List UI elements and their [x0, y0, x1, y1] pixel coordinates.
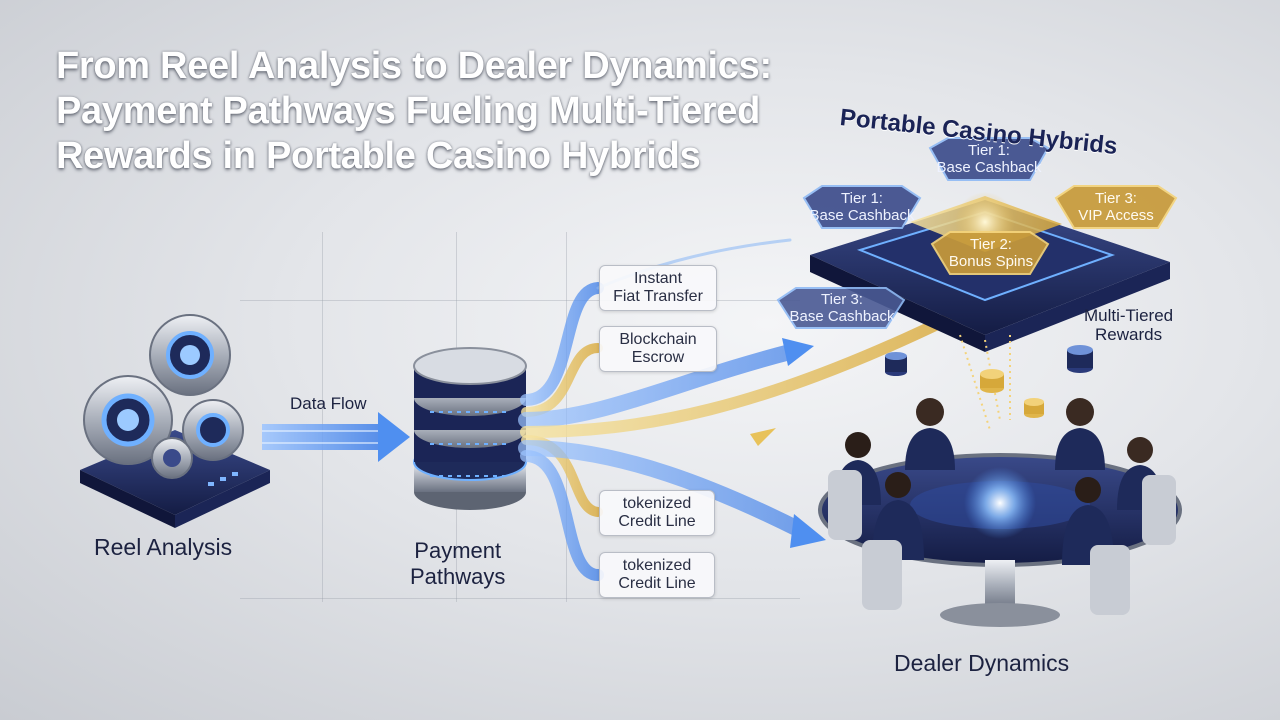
tier-label-line: Base Cashback	[789, 308, 895, 325]
payment-pathways-label-line: Payment	[414, 538, 502, 563]
coin-stack-icon	[980, 369, 1004, 393]
pathway-box: Blockchain Escrow	[599, 326, 717, 372]
title-line: Payment Pathways Fueling Multi-Tiered	[56, 90, 761, 132]
tier-label-line: Bonus Spins	[948, 253, 1034, 270]
tier-label: Tier 3: VIP Access	[1060, 190, 1172, 224]
tier-label-line: Base Cashback	[936, 159, 1042, 176]
gear-icon	[151, 437, 193, 479]
tier-label: Tier 2: Bonus Spins	[936, 236, 1046, 270]
gear-icon	[83, 375, 173, 465]
pathway-box: Instant Fiat Transfer	[599, 265, 717, 311]
pathway-box-line: Credit Line	[618, 575, 696, 592]
tier-label: Tier 1: Base Cashback	[934, 142, 1044, 176]
chip-stack-icon	[1067, 345, 1093, 373]
grid-line	[240, 300, 800, 301]
payment-pathways-server	[413, 347, 527, 510]
pathway-box-line: Credit Line	[618, 513, 696, 530]
flow-arrowhead	[750, 428, 776, 446]
tier-label: Tier 1: Base Cashback	[806, 190, 918, 224]
pathway-box: tokenized Credit Line	[599, 552, 715, 598]
office-chair	[1142, 475, 1176, 545]
payment-pathways-label: Payment Pathways	[410, 538, 505, 590]
tier-label-line: Tier 1:	[968, 142, 1010, 159]
pathway-box-line: tokenized	[622, 495, 692, 512]
pathway-box-line: Fiat Transfer	[613, 288, 703, 305]
tier-label-line: Tier 2:	[970, 236, 1012, 253]
office-chair	[862, 540, 902, 610]
office-chair	[828, 470, 862, 540]
data-flow-arrow	[262, 412, 410, 462]
pathway-flows	[518, 238, 956, 581]
tier-label: Tier 3: Base Cashback	[782, 291, 902, 325]
chip-stack-icon	[885, 352, 907, 376]
multi-tiered-rewards-label: Multi-Tiered Rewards	[1084, 306, 1173, 344]
grid-line	[322, 232, 323, 602]
pathway-box-line: Blockchain	[619, 331, 697, 348]
tier-label-line: Tier 1:	[841, 190, 883, 207]
tier-label-line: Base Cashback	[809, 207, 915, 224]
dealer-table-scene	[818, 398, 1182, 627]
page-title: From Reel Analysis to Dealer Dynamics: P…	[56, 44, 836, 179]
payment-pathways-label-line: Pathways	[410, 564, 506, 589]
coin-stack-icon	[1024, 398, 1044, 418]
tier-hexagon-shapes	[776, 137, 1178, 329]
reel-analysis-module	[80, 314, 270, 528]
office-chair	[1090, 545, 1130, 615]
reel-analysis-label: Reel Analysis	[94, 534, 233, 560]
pathway-box: tokenized Credit Line	[599, 490, 715, 536]
pathway-box-line: tokenized	[622, 557, 692, 574]
tier-label-line: Tier 3:	[821, 291, 863, 308]
pathway-box-line: Escrow	[631, 349, 685, 366]
flow-arrowhead	[790, 514, 826, 548]
grid-line	[240, 598, 800, 599]
gear-icon	[149, 314, 231, 396]
player-figure	[905, 398, 955, 470]
gear-icon	[182, 399, 244, 461]
tier-label-line: VIP Access	[1078, 207, 1154, 224]
title-line: From Reel Analysis to Dealer Dynamics:	[56, 45, 772, 87]
dealer-dynamics-label: Dealer Dynamics	[894, 650, 1070, 676]
multi-tiered-label-line: Multi-Tiered	[1084, 306, 1174, 325]
player-figure	[1055, 398, 1105, 470]
title-line: Rewards in Portable Casino Hybrids	[56, 135, 701, 177]
data-flow-label: Data Flow	[290, 394, 367, 413]
tier-label-line: Tier 3:	[1095, 190, 1137, 207]
multi-tiered-label-line: Rewards	[1095, 325, 1163, 344]
flow-arrowhead	[782, 338, 814, 366]
pathway-box-line: Instant	[633, 270, 683, 287]
